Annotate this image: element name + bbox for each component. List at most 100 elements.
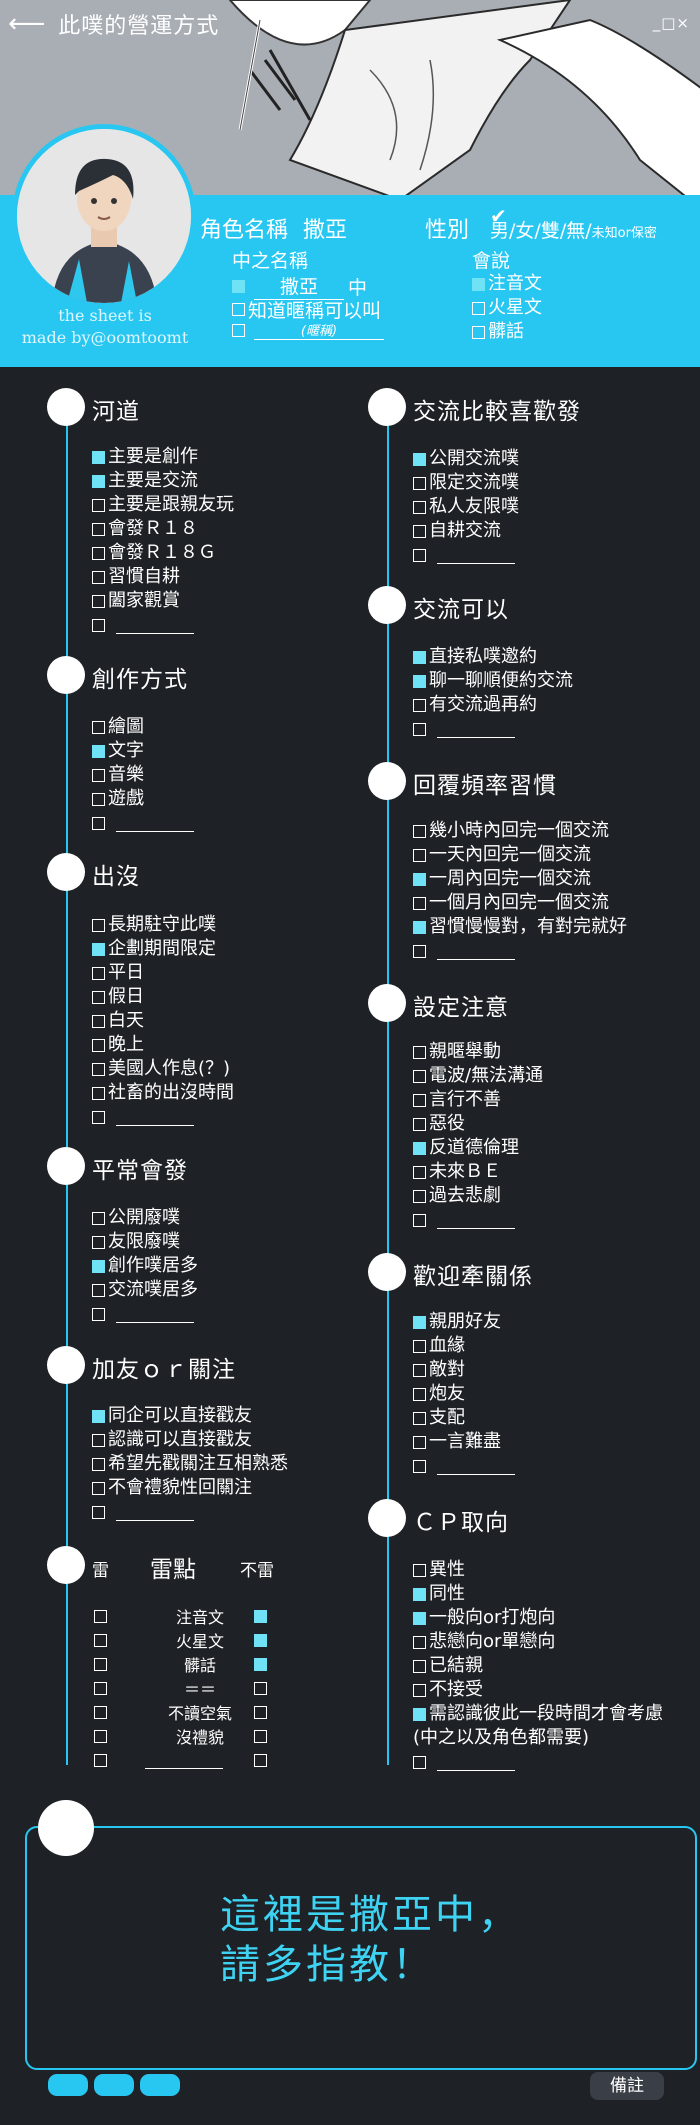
- checkbox[interactable]: [92, 474, 105, 488]
- list-item[interactable]: 惡役: [413, 1112, 543, 1136]
- checkbox[interactable]: [413, 1459, 426, 1473]
- blank-field[interactable]: [116, 1504, 194, 1521]
- checkbox[interactable]: [92, 1211, 105, 1225]
- list-item[interactable]: 悲戀向or單戀向: [413, 1630, 663, 1654]
- checkbox[interactable]: [92, 1086, 105, 1100]
- table-row-blank[interactable]: [145, 1748, 223, 1772]
- list-item[interactable]: 限定交流噗: [413, 471, 519, 495]
- blank-option[interactable]: [92, 811, 194, 835]
- checkbox[interactable]: [413, 452, 426, 466]
- nick-row-3[interactable]: (暱稱): [232, 320, 384, 340]
- nick-checkbox-2[interactable]: [232, 303, 245, 316]
- nick-row-2[interactable]: 知道暱稱可以叫: [232, 296, 381, 323]
- list-item[interactable]: 一周內回完一個交流: [413, 867, 627, 891]
- page-pill-1[interactable]: [48, 2074, 88, 2096]
- list-item[interactable]: 社畜的出沒時間: [92, 1081, 234, 1105]
- list-item[interactable]: 主要是跟親友玩: [92, 493, 234, 517]
- mine-checkbox[interactable]: [94, 1633, 107, 1647]
- checkbox[interactable]: [413, 1755, 426, 1769]
- list-item[interactable]: 平日: [92, 961, 234, 985]
- checkbox[interactable]: [92, 522, 105, 536]
- checkbox[interactable]: [413, 944, 426, 958]
- mine-checkbox[interactable]: [94, 1753, 107, 1767]
- blank-field[interactable]: [437, 547, 515, 564]
- nick-row-1[interactable]: 撒亞 中: [232, 272, 367, 300]
- list-item[interactable]: 電波/無法溝通: [413, 1064, 543, 1088]
- blank-option[interactable]: [413, 1208, 543, 1232]
- list-item[interactable]: 聊一聊順便約交流: [413, 669, 573, 693]
- checkbox[interactable]: [413, 1435, 426, 1449]
- checkbox[interactable]: [413, 1117, 426, 1131]
- blank-field[interactable]: [116, 815, 194, 832]
- checkbox[interactable]: [92, 1409, 105, 1423]
- list-item[interactable]: 一般向or打炮向: [413, 1606, 663, 1630]
- list-item[interactable]: 繪圖: [92, 715, 194, 739]
- checkbox[interactable]: [92, 1235, 105, 1249]
- mine-checkbox[interactable]: [94, 1705, 107, 1719]
- list-item[interactable]: 敵對: [413, 1358, 515, 1382]
- safe-checkbox[interactable]: [254, 1681, 267, 1695]
- checkbox[interactable]: [413, 824, 426, 838]
- list-item[interactable]: 音樂: [92, 763, 194, 787]
- checkbox[interactable]: [413, 1635, 426, 1649]
- list-item[interactable]: 有交流過再約: [413, 693, 573, 717]
- checkbox[interactable]: [92, 498, 105, 512]
- safe-checkbox[interactable]: [254, 1753, 267, 1767]
- list-item[interactable]: 一言難盡: [413, 1430, 515, 1454]
- checkbox[interactable]: [92, 792, 105, 806]
- checkbox[interactable]: [92, 1259, 105, 1273]
- list-item[interactable]: 交流噗居多: [92, 1278, 198, 1302]
- checkbox[interactable]: [92, 966, 105, 980]
- safe-checkbox[interactable]: [254, 1633, 267, 1647]
- checkbox[interactable]: [92, 1307, 105, 1321]
- list-item[interactable]: 公開交流噗: [413, 447, 519, 471]
- checkbox[interactable]: [413, 920, 426, 934]
- lang-item[interactable]: 髒話: [472, 320, 542, 344]
- checkbox[interactable]: [413, 1707, 426, 1721]
- checkbox[interactable]: [92, 1505, 105, 1519]
- checkbox[interactable]: [92, 1283, 105, 1297]
- blank-option[interactable]: [92, 1105, 234, 1129]
- blank-option[interactable]: [413, 543, 519, 567]
- list-item[interactable]: 晚上: [92, 1033, 234, 1057]
- list-item[interactable]: 言行不善: [413, 1088, 543, 1112]
- list-item[interactable]: 一天內回完一個交流: [413, 843, 627, 867]
- mine-checkbox[interactable]: [94, 1729, 107, 1743]
- lang-checkbox[interactable]: [472, 277, 485, 291]
- checkbox[interactable]: [92, 1014, 105, 1028]
- checkbox[interactable]: [413, 1069, 426, 1083]
- checkbox[interactable]: [413, 1141, 426, 1155]
- nick-checkbox-1[interactable]: [232, 279, 245, 293]
- checkbox[interactable]: [413, 872, 426, 886]
- checkbox[interactable]: [413, 674, 426, 688]
- nick-checkbox-3[interactable]: [232, 323, 245, 337]
- checkbox[interactable]: [413, 896, 426, 910]
- list-item[interactable]: 支配: [413, 1406, 515, 1430]
- safe-checkbox[interactable]: [254, 1657, 267, 1671]
- checkbox[interactable]: [413, 1611, 426, 1625]
- checkbox[interactable]: [413, 698, 426, 712]
- blank-option[interactable]: [413, 717, 573, 741]
- list-item[interactable]: 反道德倫理: [413, 1136, 543, 1160]
- checkbox[interactable]: [413, 1315, 426, 1329]
- checkbox[interactable]: [413, 1165, 426, 1179]
- list-item[interactable]: 闔家觀賞: [92, 589, 234, 613]
- nick-hint[interactable]: (暱稱): [254, 320, 384, 340]
- list-item[interactable]: 認識可以直接戳友: [92, 1428, 288, 1452]
- checkbox[interactable]: [413, 500, 426, 514]
- checkbox[interactable]: [413, 1093, 426, 1107]
- list-item[interactable]: 過去悲劇: [413, 1184, 543, 1208]
- list-item[interactable]: 炮友: [413, 1382, 515, 1406]
- list-item[interactable]: 主要是交流: [92, 469, 234, 493]
- blank-field[interactable]: [437, 1754, 515, 1771]
- checkbox[interactable]: [92, 720, 105, 734]
- lang-item[interactable]: 注音文: [472, 272, 542, 296]
- list-item[interactable]: 未來ＢＥ: [413, 1160, 543, 1184]
- gender-options[interactable]: ✔ 男/女/雙/無/未知or保密: [490, 204, 657, 242]
- list-item[interactable]: 親暱舉動: [413, 1040, 543, 1064]
- list-item[interactable]: 主要是創作: [92, 445, 234, 469]
- checkbox[interactable]: [413, 476, 426, 490]
- note-button[interactable]: 備註: [590, 2072, 664, 2100]
- list-item[interactable]: 友限廢噗: [92, 1230, 198, 1254]
- list-item[interactable]: 公開廢噗: [92, 1206, 198, 1230]
